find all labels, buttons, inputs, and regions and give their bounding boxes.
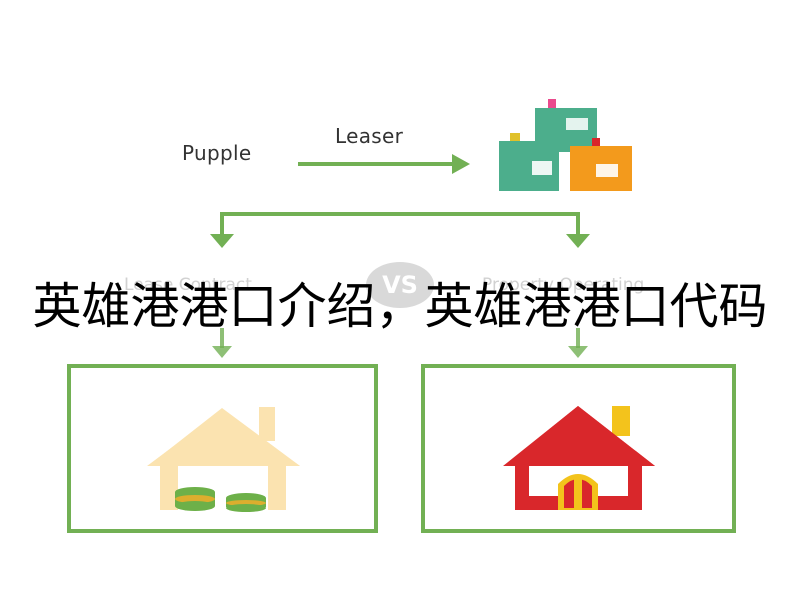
vs-badge: VS (366, 262, 434, 308)
split-connector (210, 212, 590, 248)
left-frame (67, 364, 378, 533)
boxes-icon (499, 99, 632, 191)
overlay-title: 英雄港港口介绍，英雄港港口代码 (32, 278, 768, 335)
lower-arrows (212, 328, 588, 358)
red-house-icon (503, 406, 655, 510)
lease-arrow-label: Leaser (335, 124, 404, 148)
property-operating-label: Property Operating (482, 275, 645, 295)
right-frame (421, 364, 736, 533)
lease-arrow (298, 154, 470, 174)
house-with-coins-icon (147, 407, 300, 512)
lessee-label: Pupple (182, 141, 252, 165)
lease-contract-label: Lease Contract (124, 275, 252, 295)
